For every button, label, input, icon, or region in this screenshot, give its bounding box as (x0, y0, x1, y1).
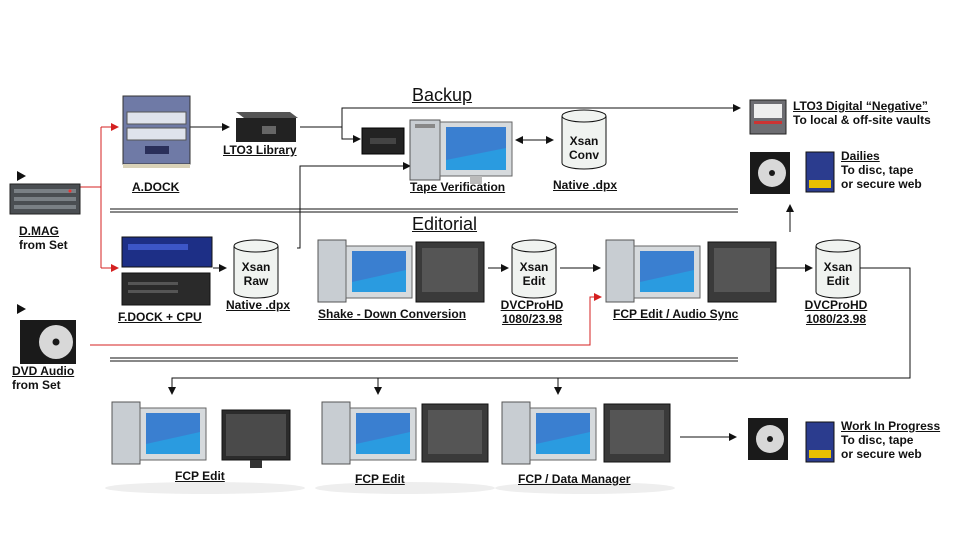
fcp-sync-workstation (605, 239, 777, 303)
fcp-audio-sync-label: FCP Edit / Audio Sync (613, 307, 739, 321)
fcp-edit-1-workstation (105, 401, 305, 494)
red-branch-dmag (80, 123, 119, 272)
fcp-data-manager-workstation (495, 401, 675, 494)
lto3-library-label: LTO3 Library (223, 143, 297, 157)
dvd-audio-pointer-icon (17, 304, 26, 314)
separator-editorial (110, 357, 738, 362)
fdock-label: F.DOCK + CPU (118, 310, 202, 324)
xsan-edit-2-cylinder (815, 239, 861, 299)
dmag-pointer-icon (17, 171, 26, 181)
fcp-edit-2-label: FCP Edit (355, 472, 405, 486)
adock-device (122, 95, 191, 168)
xsan-edit-1-cylinder (511, 239, 557, 299)
dailies-media (750, 151, 835, 194)
separator-backup (110, 208, 738, 213)
fcp-edit-1-label: FCP Edit (175, 469, 225, 483)
shake-label: Shake - Down Conversion (318, 307, 467, 321)
dmag-rack-device (9, 183, 81, 215)
fdock-device (121, 236, 213, 306)
adock-label: A.DOCK (132, 180, 180, 194)
tape-verification-device (361, 119, 513, 184)
section-title-backup: Backup (412, 85, 473, 105)
xsan-conv-cylinder (561, 109, 607, 170)
xsan-raw-cylinder (233, 239, 279, 299)
backup-flows (190, 104, 794, 249)
section-title-editorial: Editorial (412, 214, 478, 234)
lto3-tape-cartridge (749, 99, 787, 135)
lto3-negative-label: LTO3 Digital “Negative”To local & off-si… (793, 99, 931, 127)
tape-verification-label: Tape Verification (410, 180, 506, 194)
editorial-flows (168, 264, 911, 441)
xsan-raw-caption: Native .dpx (226, 298, 291, 312)
xsan-conv-caption: Native .dpx (553, 178, 618, 192)
red-line-dvd-audio (90, 293, 602, 346)
fcp-data-manager-label: FCP / Data Manager (518, 472, 631, 486)
fcp-edit-2-workstation (315, 401, 495, 494)
shake-workstation (317, 239, 485, 303)
wip-media (748, 418, 835, 463)
dvd-audio-disc (20, 320, 76, 364)
lto3-library-device (236, 112, 298, 142)
